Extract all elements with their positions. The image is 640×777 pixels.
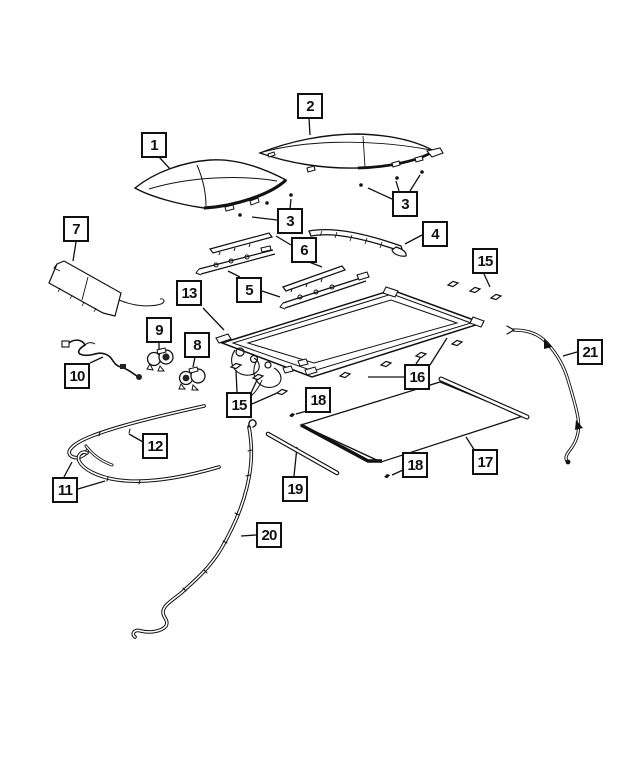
callout-21[interactable]: 21 xyxy=(577,339,603,365)
part-8-motor xyxy=(178,366,206,391)
callout-20[interactable]: 20 xyxy=(256,522,282,548)
callout-17[interactable]: 17 xyxy=(472,449,498,475)
callout-8[interactable]: 8 xyxy=(184,332,210,358)
callout-19[interactable]: 19 xyxy=(282,476,308,502)
part-6-tracks xyxy=(195,232,276,276)
part-21-drain-hose xyxy=(506,325,583,465)
part-4-cross-rail xyxy=(308,228,407,257)
callout-15-b[interactable]: 15 xyxy=(472,248,498,274)
callout-9[interactable]: 9 xyxy=(146,317,172,343)
callout-16[interactable]: 16 xyxy=(404,364,430,390)
callout-4[interactable]: 4 xyxy=(422,221,448,247)
callout-15-a[interactable]: 15 xyxy=(226,392,252,418)
callout-12[interactable]: 12 xyxy=(142,433,168,459)
part-17-sunshade xyxy=(299,376,530,463)
callout-18-b[interactable]: 18 xyxy=(402,452,428,478)
leader-lines xyxy=(63,117,578,537)
part-1-glass-panel xyxy=(133,159,288,212)
callout-1[interactable]: 1 xyxy=(141,132,167,158)
callout-5[interactable]: 5 xyxy=(236,277,262,303)
callout-18-a[interactable]: 18 xyxy=(305,387,331,413)
part-13-frame xyxy=(215,286,485,401)
callout-11[interactable]: 11 xyxy=(52,477,78,503)
part-19-rod xyxy=(265,431,340,476)
part-3-fasteners xyxy=(238,170,424,217)
part-2-glass-panel xyxy=(258,133,444,173)
callout-3-b[interactable]: 3 xyxy=(392,191,418,217)
callout-3-a[interactable]: 3 xyxy=(277,208,303,234)
callout-6[interactable]: 6 xyxy=(291,237,317,263)
part-9-motor xyxy=(146,347,174,372)
part-7-wind-deflector xyxy=(48,260,165,317)
callout-13[interactable]: 13 xyxy=(176,280,202,306)
callout-2[interactable]: 2 xyxy=(297,93,323,119)
part-5-tracks xyxy=(279,265,370,310)
part-20-drain-hose xyxy=(131,419,257,639)
callout-7[interactable]: 7 xyxy=(63,216,89,242)
callout-10[interactable]: 10 xyxy=(64,363,90,389)
part-11-drain-tube xyxy=(76,428,221,485)
part-10-harness xyxy=(61,339,142,380)
